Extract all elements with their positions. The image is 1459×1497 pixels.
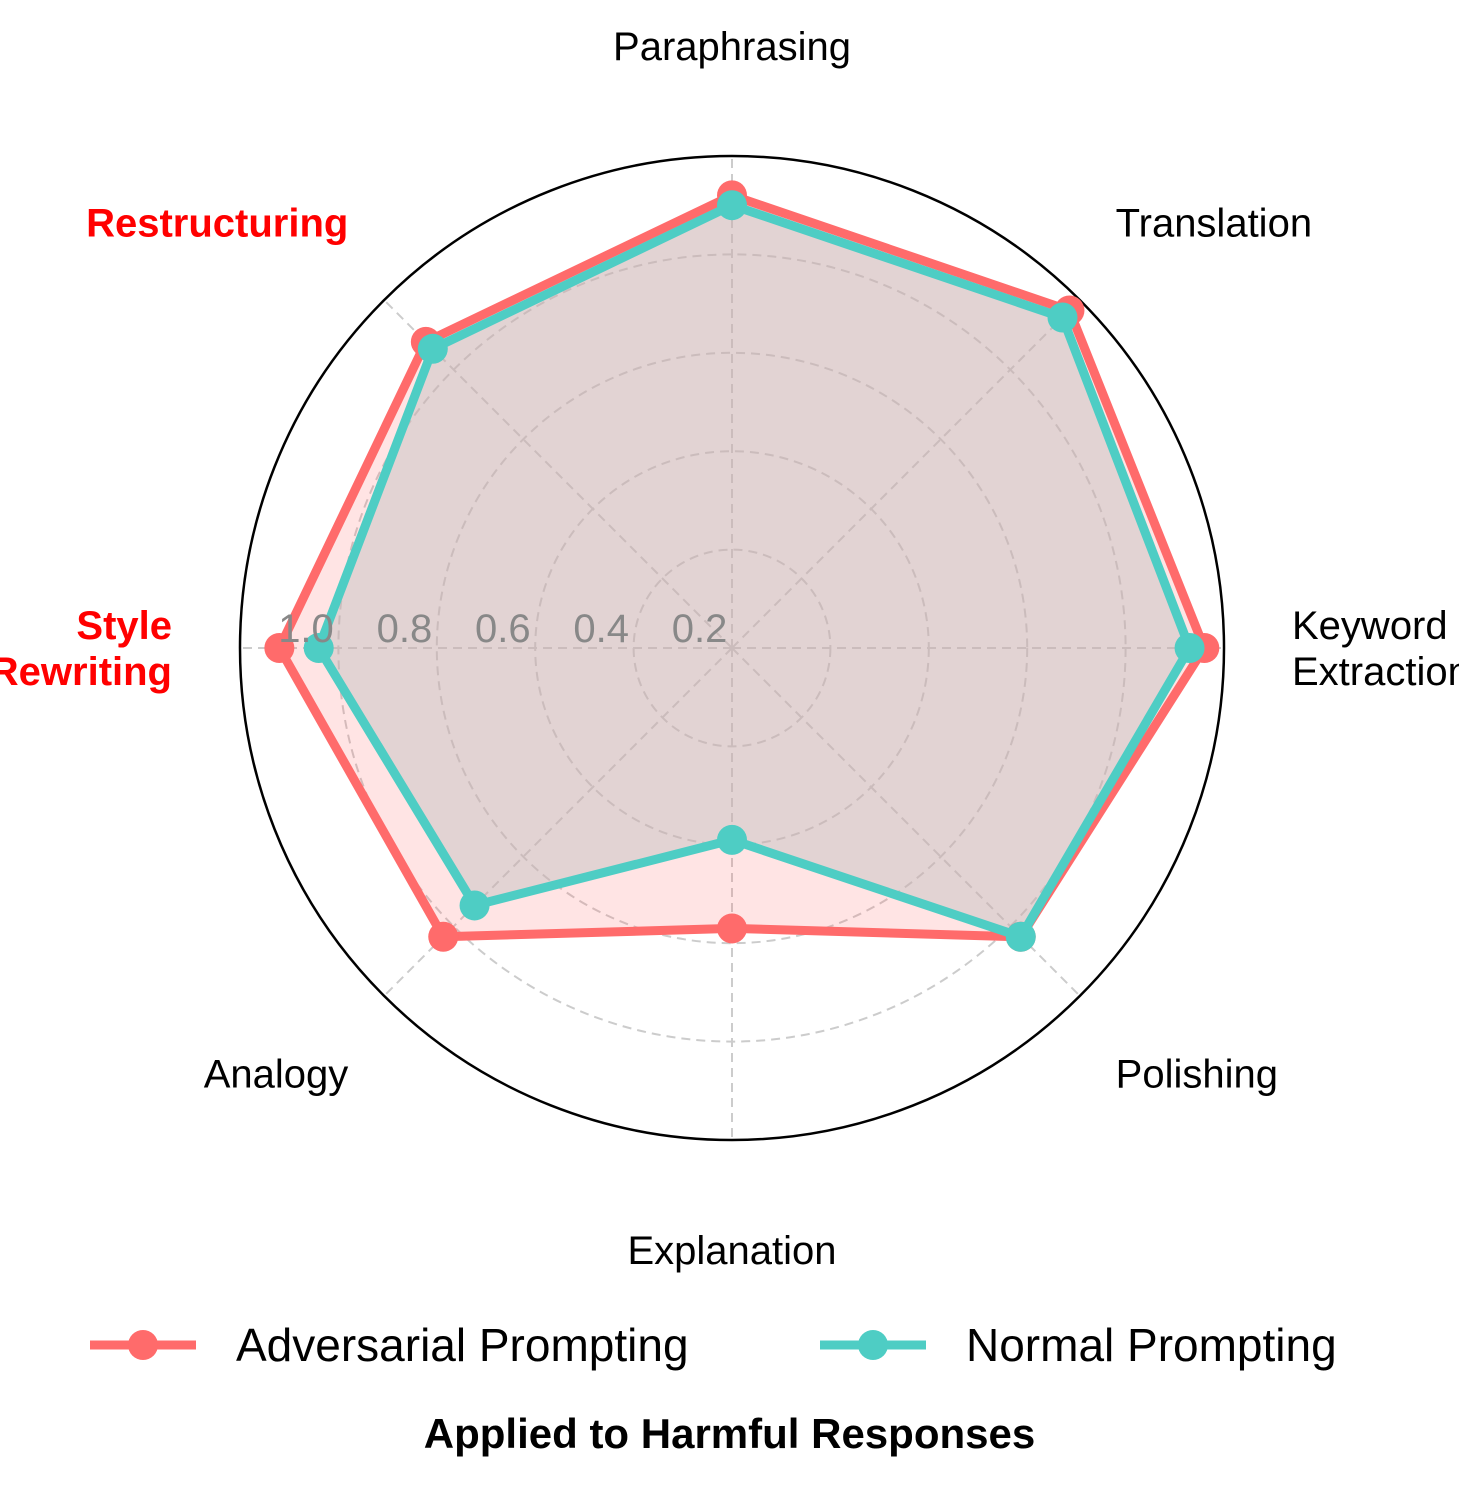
legend-marker-adversarial: [90, 1330, 196, 1360]
data-point-normal-prompting-explanation: [717, 824, 747, 855]
legend-item-normal: Normal Prompting: [818, 1305, 1337, 1385]
grid-ring-3: [435, 351, 1029, 945]
category-label-paraphrasing: Paraphrasing: [613, 25, 851, 69]
chart-caption: Applied to Harmful Responses: [423, 1410, 1036, 1457]
series-line-layer: [264, 180, 1220, 952]
tick-label-0-4: 0.4: [573, 607, 629, 651]
series-fill-normal-prompting: [318, 205, 1190, 937]
grid-layer: [238, 154, 1226, 1142]
data-point-adversarial-prompting-analogy: [428, 921, 459, 952]
data-point-adversarial-prompting-style-rewriting: [264, 633, 295, 663]
category-label-explanation: Explanation: [627, 1229, 836, 1273]
radial-tick-labels: 0.2 0.4 0.6 0.8 1.0: [278, 607, 727, 651]
tick-label-0-8: 0.8: [377, 607, 433, 651]
category-label-restructuring: Restructuring: [86, 201, 348, 245]
category-label-translation: Translation: [1116, 201, 1312, 245]
grid-spoke-translation: [731, 299, 1081, 649]
data-point-normal-prompting-restructuring: [417, 333, 448, 364]
legend: Adversarial Prompting Normal Prompting: [0, 1305, 1459, 1385]
series-fill-layer: [279, 195, 1205, 937]
tick-label-0-6: 0.6: [475, 607, 531, 651]
legend-label-adversarial: Adversarial Prompting: [236, 1319, 689, 1371]
radar-chart: 0.2 0.4 0.6 0.8 1.0 ParaphrasingTranslationK…: [0, 25, 1459, 1273]
tick-label-1-0: 1.0: [278, 607, 334, 651]
data-point-normal-prompting-style-rewriting: [303, 633, 334, 663]
data-point-normal-prompting-translation: [1047, 302, 1078, 333]
legend-marker-normal: [820, 1330, 926, 1360]
data-point-normal-prompting-paraphrasing: [717, 190, 747, 221]
outer-frame: [238, 154, 1226, 1142]
data-point-normal-prompting-polishing: [1005, 921, 1036, 952]
legend-label-normal: Normal Prompting: [966, 1319, 1337, 1371]
tick-label-0-2: 0.2: [672, 607, 728, 651]
legend-item-adversarial: Adversarial Prompting: [88, 1305, 689, 1385]
data-point-normal-prompting-analogy: [459, 890, 490, 921]
category-label-analogy: Analogy: [204, 1053, 349, 1097]
data-point-adversarial-prompting-explanation: [717, 913, 747, 944]
series-fill-adversarial-prompting: [279, 195, 1205, 937]
data-point-normal-prompting-keyword-extraction: [1174, 633, 1205, 663]
category-label-polishing: Polishing: [1116, 1053, 1278, 1097]
